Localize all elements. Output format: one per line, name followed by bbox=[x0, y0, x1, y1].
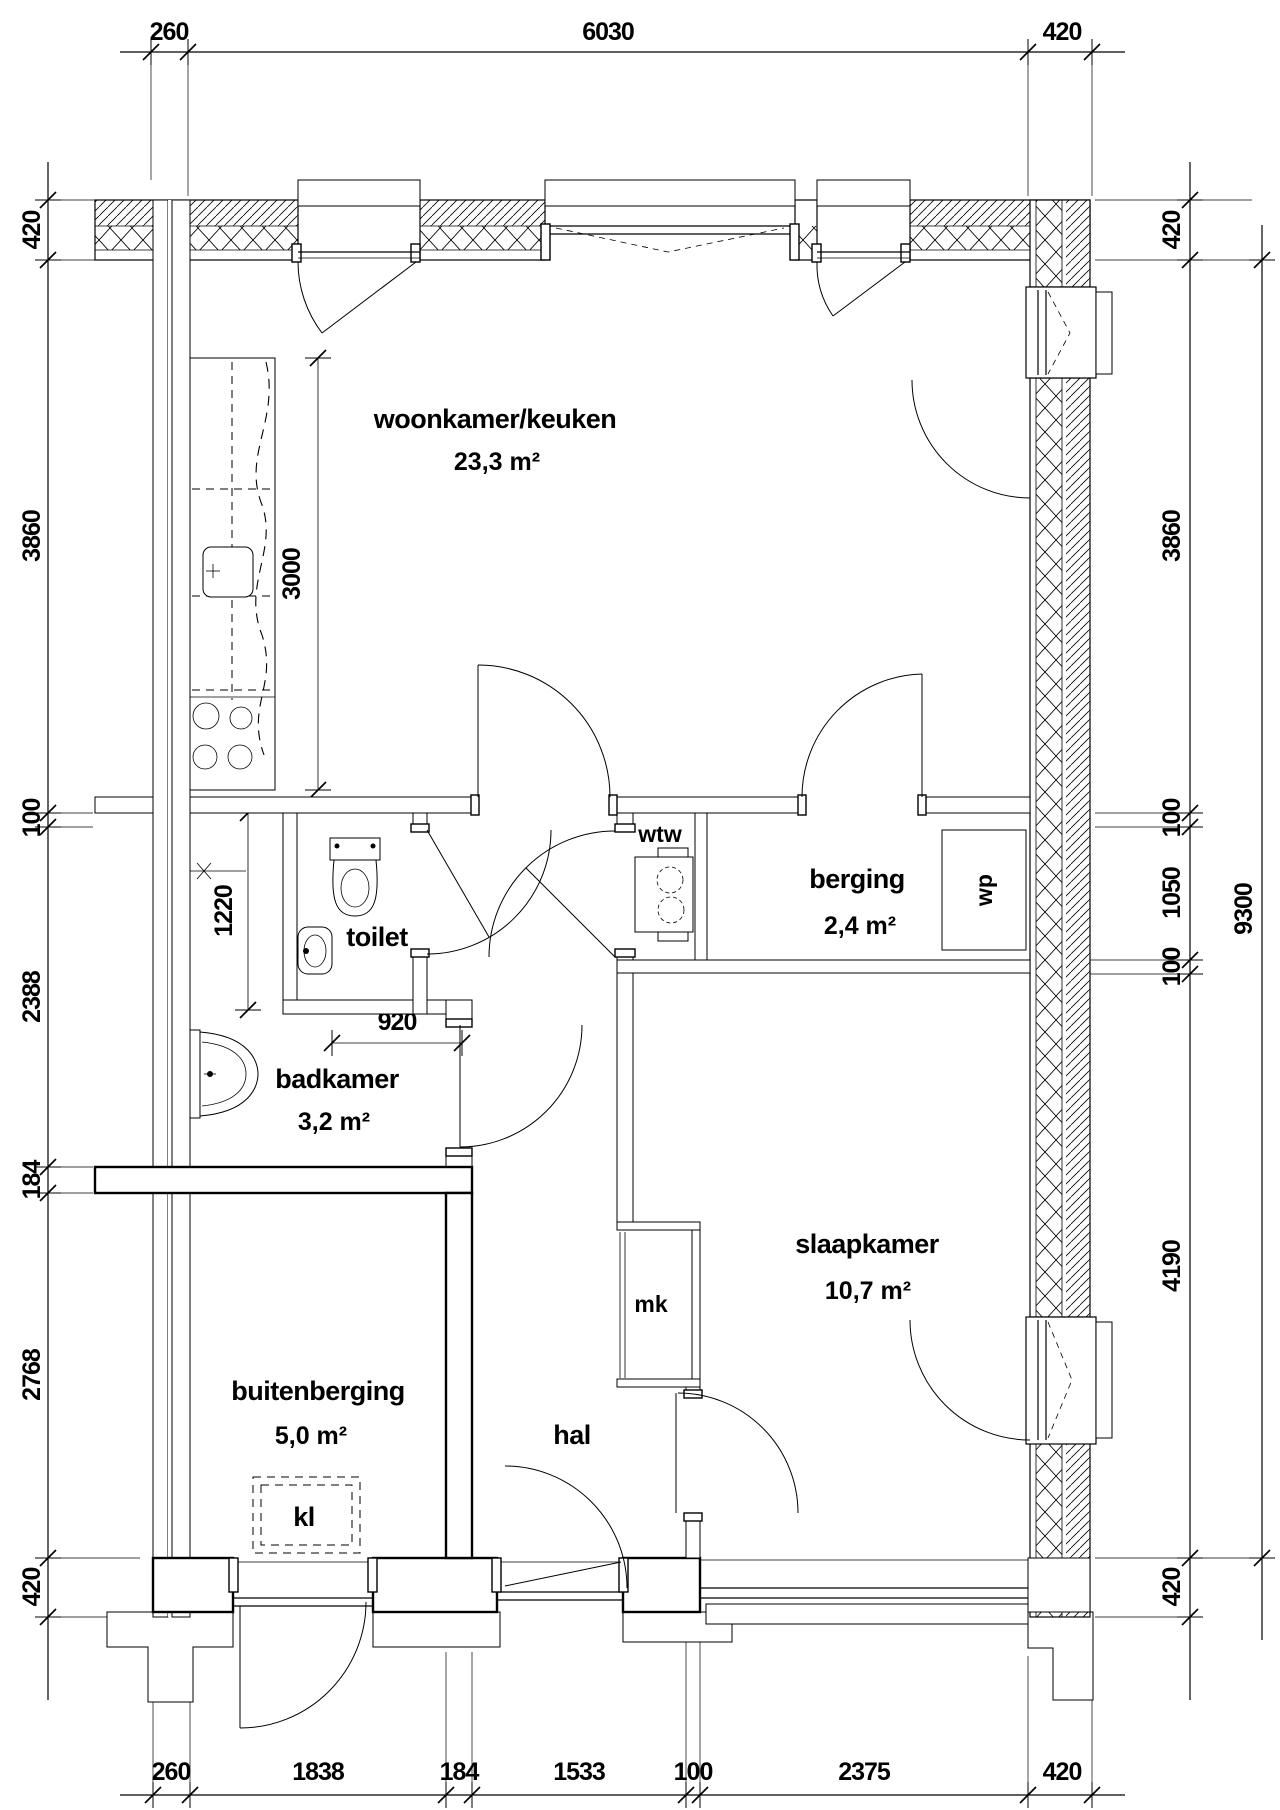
dim-right-9300: 9300 bbox=[1230, 883, 1258, 935]
label-slaapkamer: slaapkamer bbox=[795, 1229, 940, 1259]
dim-top-6030: 6030 bbox=[582, 18, 634, 46]
dim-chain-right: 420 3860 100 1050 100 4190 420 bbox=[1035, 162, 1252, 1700]
dim-left-3860: 3860 bbox=[18, 510, 46, 562]
door-woonkamer-hal bbox=[477, 664, 611, 798]
svg-text:1220: 1220 bbox=[210, 885, 238, 937]
dim-bot-420: 420 bbox=[1043, 1758, 1082, 1786]
dim-chain-left: 420 3860 100 2388 184 2768 420 bbox=[18, 162, 150, 1700]
area-berging: 2,4 m² bbox=[824, 912, 896, 940]
kitchen-counter bbox=[189, 357, 276, 791]
dim-left-2768: 2768 bbox=[18, 1348, 46, 1401]
outer-walls bbox=[94, 199, 1091, 1625]
label-berging: berging bbox=[809, 864, 905, 894]
wc bbox=[329, 837, 381, 917]
dim-right-100a: 100 bbox=[1158, 799, 1186, 838]
dim-top-420: 420 bbox=[1043, 18, 1082, 46]
washbasin bbox=[189, 1029, 259, 1119]
right-windows bbox=[909, 286, 1113, 1445]
window-top-middle bbox=[540, 179, 800, 261]
dim-left-420a: 420 bbox=[18, 211, 46, 250]
wp-unit bbox=[941, 829, 1027, 951]
front-door bbox=[504, 1465, 628, 1589]
dim-kitchen-3000: 3000 bbox=[278, 349, 332, 799]
dim-right-total: 9300 bbox=[1230, 225, 1276, 1640]
label-badkamer: badkamer bbox=[275, 1064, 400, 1094]
top-openings bbox=[291, 179, 911, 334]
label-toilet: toilet bbox=[346, 922, 408, 952]
dim-right-4190: 4190 bbox=[1158, 1240, 1186, 1292]
dim-bot-260: 260 bbox=[152, 1758, 191, 1786]
area-woonkamer: 23,3 m² bbox=[454, 448, 540, 476]
door-slaapkamer bbox=[675, 1392, 799, 1514]
door-swings bbox=[239, 664, 923, 1729]
fixtures bbox=[189, 357, 1027, 1554]
footings bbox=[106, 1611, 1094, 1703]
area-slaapkamer: 10,7 m² bbox=[825, 1277, 911, 1305]
label-mk: mk bbox=[634, 1291, 667, 1317]
dim-left-420b: 420 bbox=[18, 1568, 46, 1607]
area-buitenberging: 5,0 m² bbox=[275, 1422, 347, 1450]
french-window-woonkamer bbox=[911, 286, 1113, 499]
door-badkamer bbox=[459, 1024, 583, 1148]
dim-top-260: 260 bbox=[150, 18, 189, 46]
kl-box bbox=[252, 1476, 361, 1554]
dim-right-100b: 100 bbox=[1158, 948, 1186, 987]
dim-left-2388: 2388 bbox=[18, 970, 46, 1023]
kitchen-sink bbox=[202, 546, 254, 598]
entry-door-top-left bbox=[291, 179, 421, 334]
dim-badkamer-1220: 1220 bbox=[210, 804, 262, 1019]
wtw-unit bbox=[634, 847, 694, 942]
labels: woonkamer/keuken 23,3 m² toilet berging … bbox=[231, 404, 997, 1532]
label-buitenberging: buitenberging bbox=[231, 1376, 404, 1406]
label-woonkamer: woonkamer/keuken bbox=[373, 404, 617, 434]
french-window-slaapkamer bbox=[909, 1316, 1113, 1445]
dim-left-184: 184 bbox=[18, 1160, 46, 1200]
toilet-handbasin bbox=[297, 926, 333, 975]
door-woonkamer-berging bbox=[801, 673, 923, 798]
dim-chain-top: 260 6030 420 bbox=[120, 18, 1125, 196]
mk-closet bbox=[616, 1221, 701, 1388]
dim-right-420b: 420 bbox=[1158, 1568, 1186, 1607]
door-toilet bbox=[426, 829, 552, 955]
dim-chain-bottom: 260 1838 184 1533 100 2375 420 bbox=[120, 1622, 1125, 1809]
dim-left-100: 100 bbox=[18, 799, 46, 838]
dim-bot-1838: 1838 bbox=[292, 1758, 345, 1786]
dim-bot-100: 100 bbox=[674, 1758, 713, 1786]
dim-bot-2375: 2375 bbox=[838, 1758, 891, 1786]
label-hal: hal bbox=[553, 1420, 591, 1450]
label-wtw: wtw bbox=[637, 821, 682, 847]
label-kl: kl bbox=[293, 1502, 315, 1532]
svg-text:3000: 3000 bbox=[278, 548, 306, 600]
interior-walls bbox=[93, 794, 1031, 1593]
top-wall bbox=[94, 199, 1091, 261]
cooktop bbox=[190, 696, 275, 770]
dim-bot-184: 184 bbox=[440, 1758, 480, 1786]
dim-right-1050: 1050 bbox=[1158, 867, 1186, 919]
dim-bot-1533: 1533 bbox=[553, 1758, 605, 1786]
dim-right-420a: 420 bbox=[1158, 211, 1186, 250]
dim-right-3860: 3860 bbox=[1158, 510, 1186, 562]
area-badkamer: 3,2 m² bbox=[298, 1108, 370, 1136]
label-wp: wp bbox=[971, 874, 997, 907]
door-top-right bbox=[811, 179, 911, 317]
door-berging-hal bbox=[488, 830, 616, 958]
party-wall-left bbox=[152, 199, 191, 1618]
door-buitenberging bbox=[239, 1601, 367, 1729]
